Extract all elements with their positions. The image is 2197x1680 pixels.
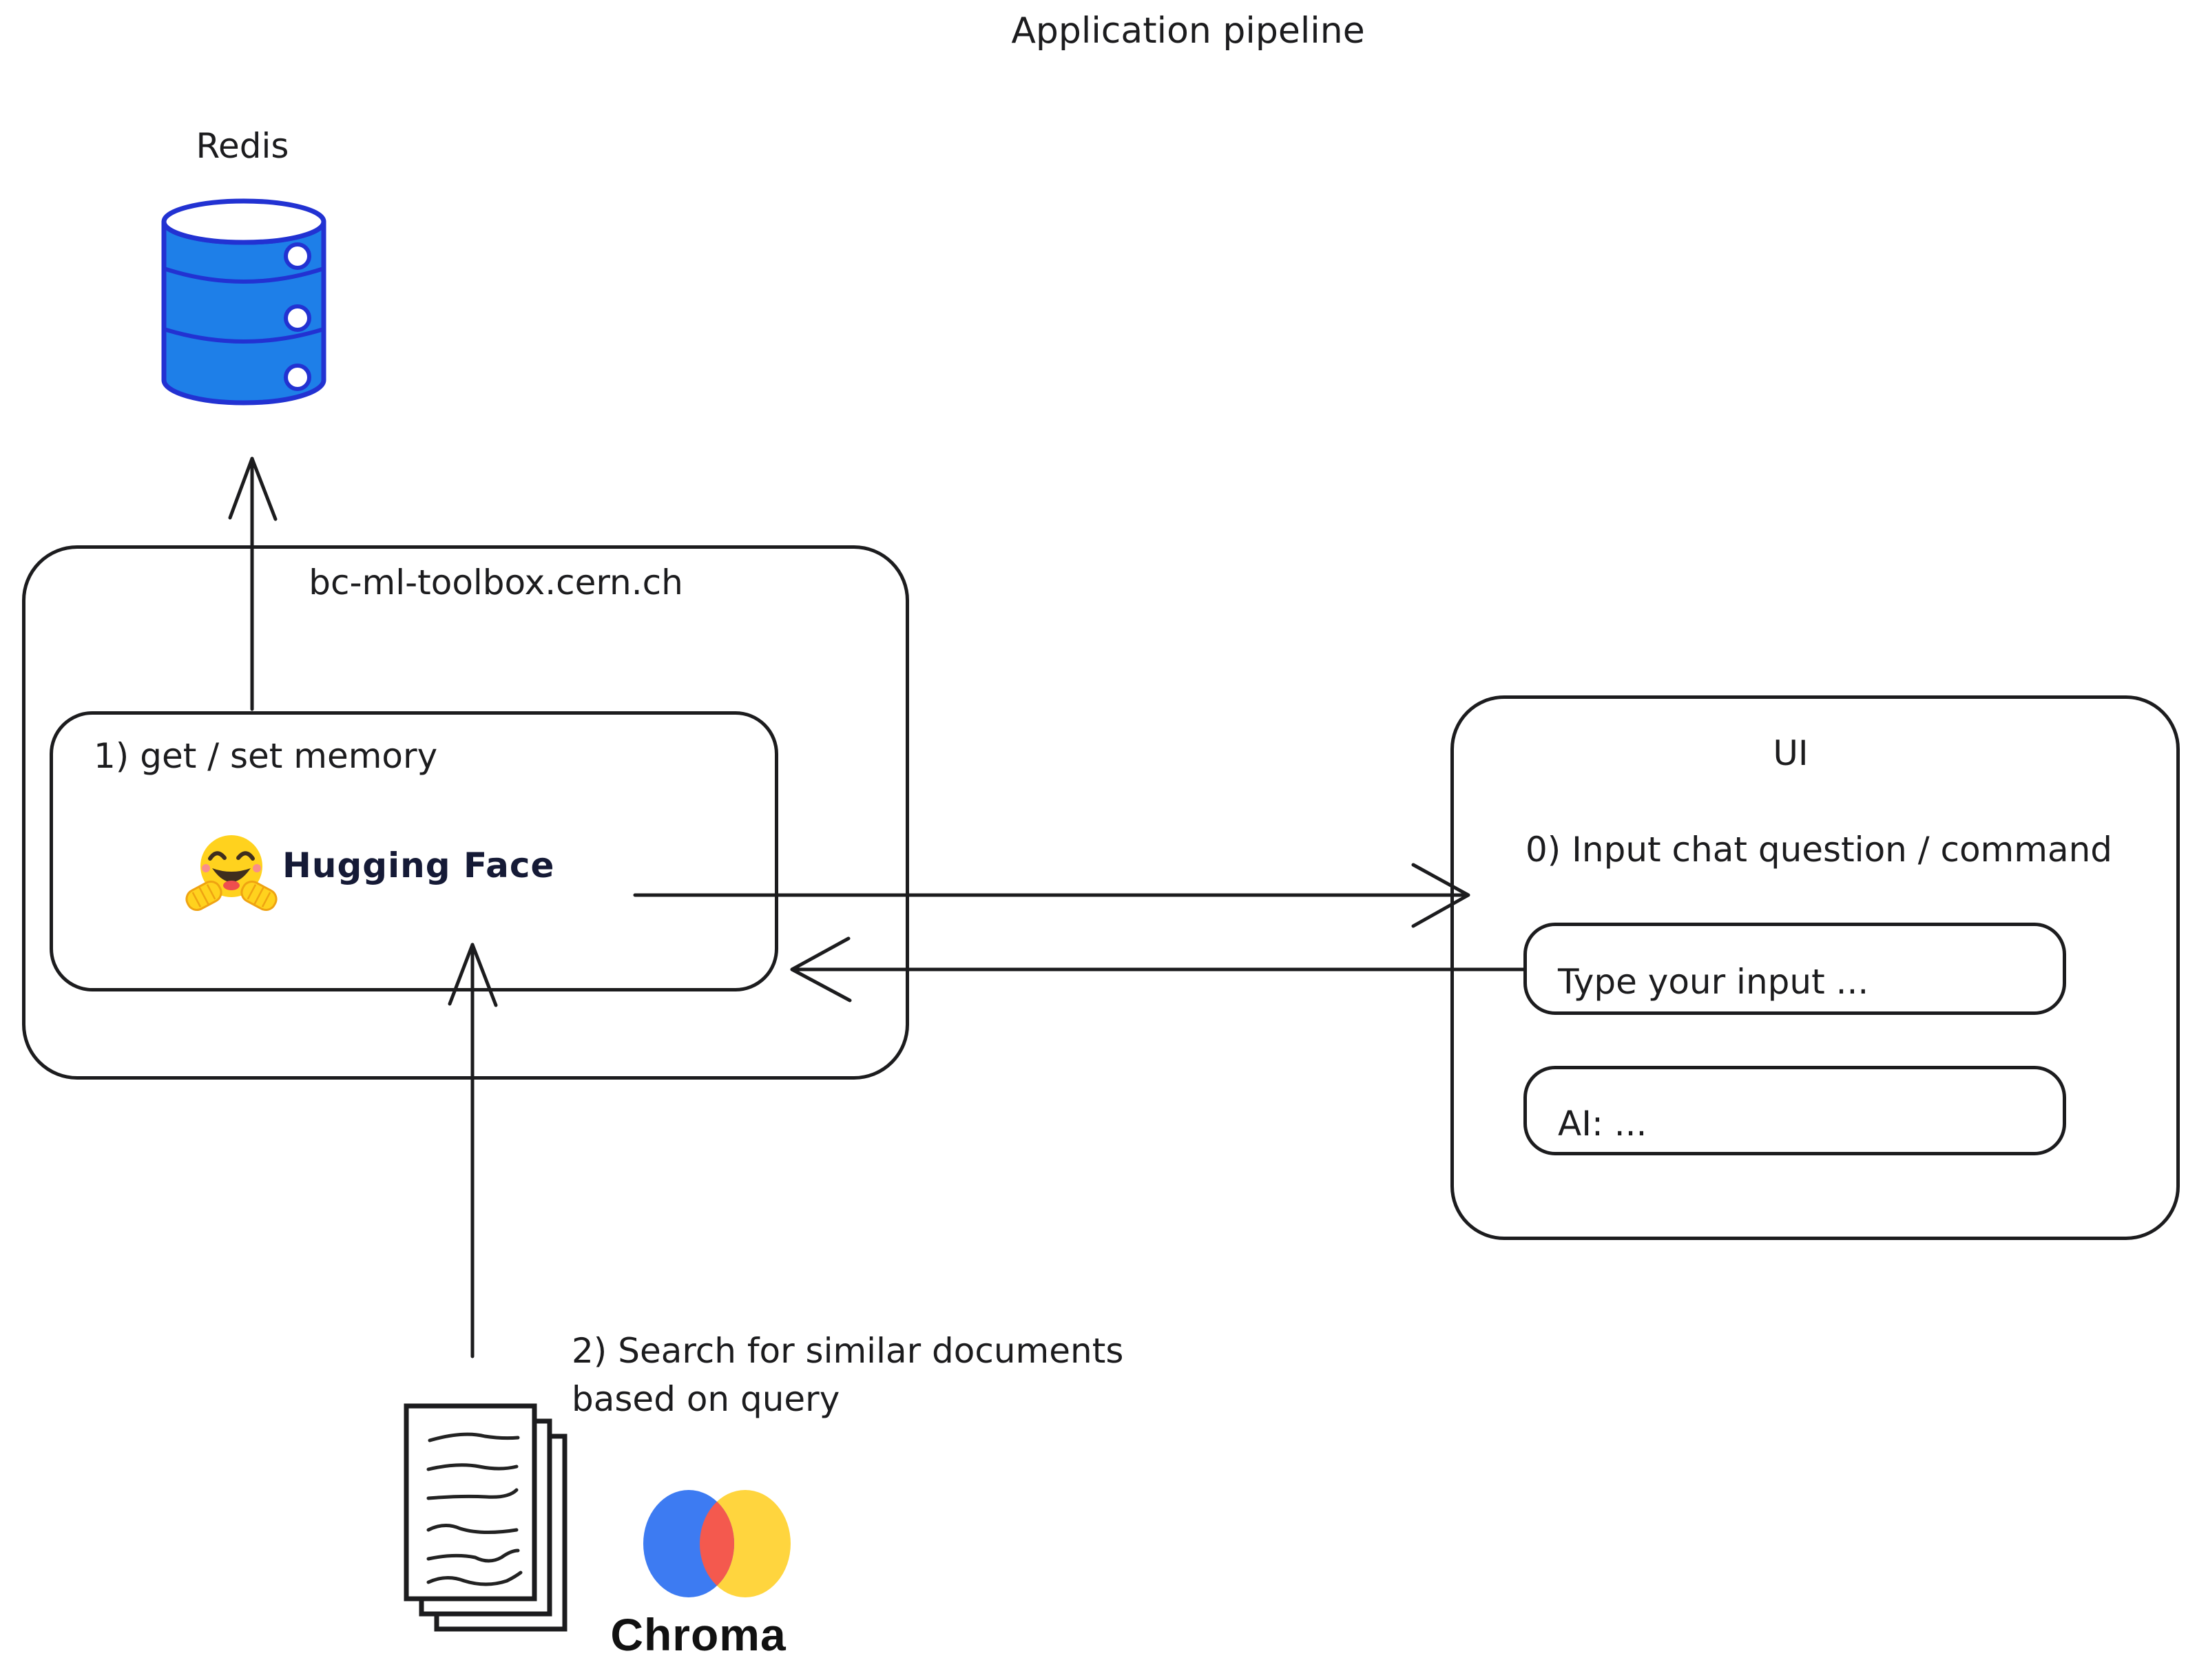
page-title: Application pipeline (1011, 10, 1365, 52)
hugging-face-label: Hugging Face (282, 846, 555, 885)
ai-output-text: AI: ... (1558, 1104, 1647, 1144)
chroma-logo-icon (643, 1490, 791, 1597)
ui-title: UI (1773, 733, 1809, 773)
chat-input-field (1523, 923, 2066, 1015)
documents-icon (404, 1403, 568, 1632)
search-step-label-line1: 2) Search for similar documents (572, 1331, 1124, 1371)
ai-output-field (1523, 1066, 2066, 1155)
redis-database-icon (161, 198, 326, 406)
search-step-label-line2: based on query (572, 1379, 840, 1419)
chat-input-placeholder: Type your input ... (1558, 962, 1869, 1002)
memory-step-label: 1) get / set memory (94, 736, 438, 776)
redis-label: Redis (196, 126, 289, 166)
memory-box (50, 711, 778, 991)
toolbox-box (22, 545, 909, 1080)
ui-step-label: 0) Input chat question / command (1525, 830, 2113, 870)
chroma-label: Chroma (610, 1609, 787, 1660)
toolbox-label: bc-ml-toolbox.cern.ch (309, 563, 683, 602)
